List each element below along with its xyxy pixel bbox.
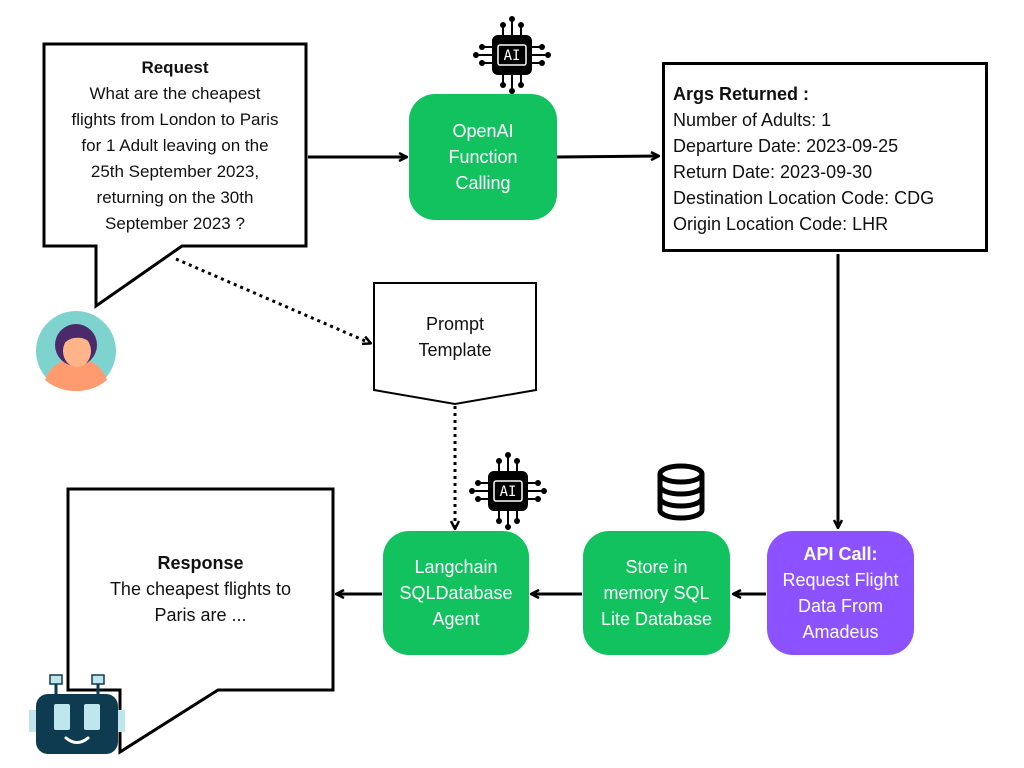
dotted-arrow-request-to-prompt: [175, 257, 370, 343]
prompt-line: Prompt: [425, 314, 485, 334]
request-line: returning on the 30th: [96, 188, 254, 207]
request-line: What are the cheapest: [89, 84, 261, 103]
request-text: Request What are the cheapest flights fr…: [44, 55, 306, 237]
args-item: Destination Location Code: CDG: [673, 188, 935, 208]
langchain-line: Langchain: [414, 557, 498, 577]
arrow-openai-to-args: [556, 156, 658, 157]
request-title: Request: [141, 58, 209, 77]
ai-chip-icon: AI: [473, 16, 551, 94]
response-line: Paris are ...: [154, 605, 247, 625]
api-call-title: API Call:: [803, 544, 878, 564]
request-line: September 2023 ?: [105, 214, 245, 233]
api-call-line: Amadeus: [802, 622, 879, 642]
prompt-line: Template: [418, 340, 492, 360]
openai-line: Function: [448, 147, 518, 167]
openai-line: OpenAI: [452, 121, 514, 141]
langchain-agent-node: Langchain SQLDatabase Agent: [383, 531, 529, 655]
request-line: for 1 Adult leaving on the: [81, 136, 269, 155]
ai-chip-icon: AI: [469, 452, 547, 530]
api-call-node: API Call: Request Flight Data From Amade…: [767, 531, 914, 655]
langchain-line: Agent: [432, 609, 480, 629]
user-avatar-icon: [36, 311, 116, 391]
database-icon: [657, 463, 705, 521]
args-returned-box: Args Returned : Number of Adults: 1 Depa…: [662, 62, 988, 252]
ai-chip-label: AI: [504, 48, 521, 64]
args-item: Origin Location Code: LHR: [673, 214, 889, 234]
args-title: Args Returned :: [673, 84, 810, 104]
args-item: Return Date: 2023-09-30: [673, 162, 873, 182]
response-line: The cheapest flights to: [109, 579, 292, 599]
store-line: memory SQL: [603, 583, 710, 603]
api-call-line: Data From: [797, 596, 884, 616]
api-call-line: Request Flight: [782, 570, 899, 590]
args-item: Number of Adults: 1: [673, 110, 832, 130]
store-line: Lite Database: [600, 609, 713, 629]
request-line: flights from London to Paris: [71, 110, 279, 129]
request-line: 25th September 2023,: [90, 162, 260, 181]
openai-function-calling-node: OpenAI Function Calling: [409, 94, 557, 220]
langchain-line: SQLDatabase: [399, 583, 513, 603]
store-line: Store in: [625, 557, 688, 577]
response-text: Response The cheapest flights to Paris a…: [68, 548, 333, 630]
response-title: Response: [157, 553, 244, 573]
store-sqlite-node: Store in memory SQL Lite Database: [583, 531, 730, 655]
ai-chip-label: AI: [500, 484, 517, 500]
openai-line: Calling: [455, 173, 511, 193]
prompt-template-text: Prompt Template: [374, 310, 536, 364]
args-item: Departure Date: 2023-09-25: [673, 136, 899, 156]
robot-icon: [29, 674, 125, 754]
